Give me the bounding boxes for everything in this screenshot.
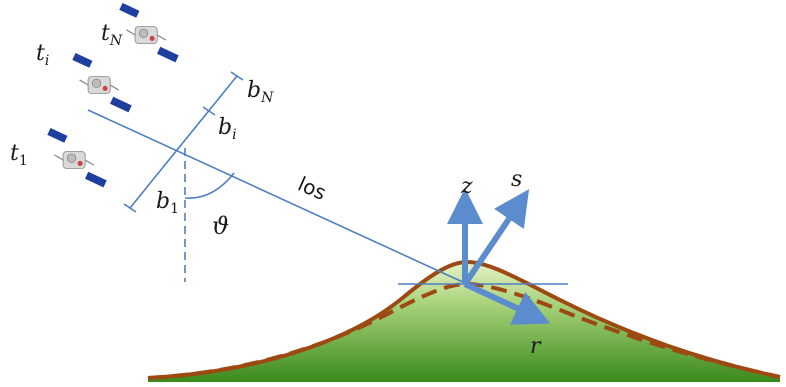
s-axis-label: s [511,167,522,192]
s-axis-arrow [462,189,530,286]
r-axis-arrow [463,281,551,325]
baseline-tick-n [230,71,244,81]
baseline-tick-1 [123,203,137,213]
reference-surface-dashed [147,281,781,380]
satellite-icon [71,52,133,113]
terrain-fill [148,262,780,382]
local-axes [447,188,551,325]
z-axis-label: z [460,174,473,199]
baseline-label-1: b1 [156,189,179,217]
satellite-label-1: t1 [10,141,28,169]
r-axis-label: r [530,334,542,359]
satellite-label-n: tN [101,21,123,49]
baseline-label-i: bi [218,115,237,143]
satellite-icon [118,2,180,63]
look-angle-arc [184,172,235,199]
baseline [123,71,244,213]
los-label: los [294,172,330,205]
satellite-icon [46,127,108,188]
line-of-sight [87,109,468,285]
baseline-label-n: bN [247,78,274,106]
baseline-tick-i [202,106,216,116]
look-angle-label: ϑ [212,212,229,240]
baseline-line [129,75,238,209]
satellite-label-i: ti [36,41,49,69]
